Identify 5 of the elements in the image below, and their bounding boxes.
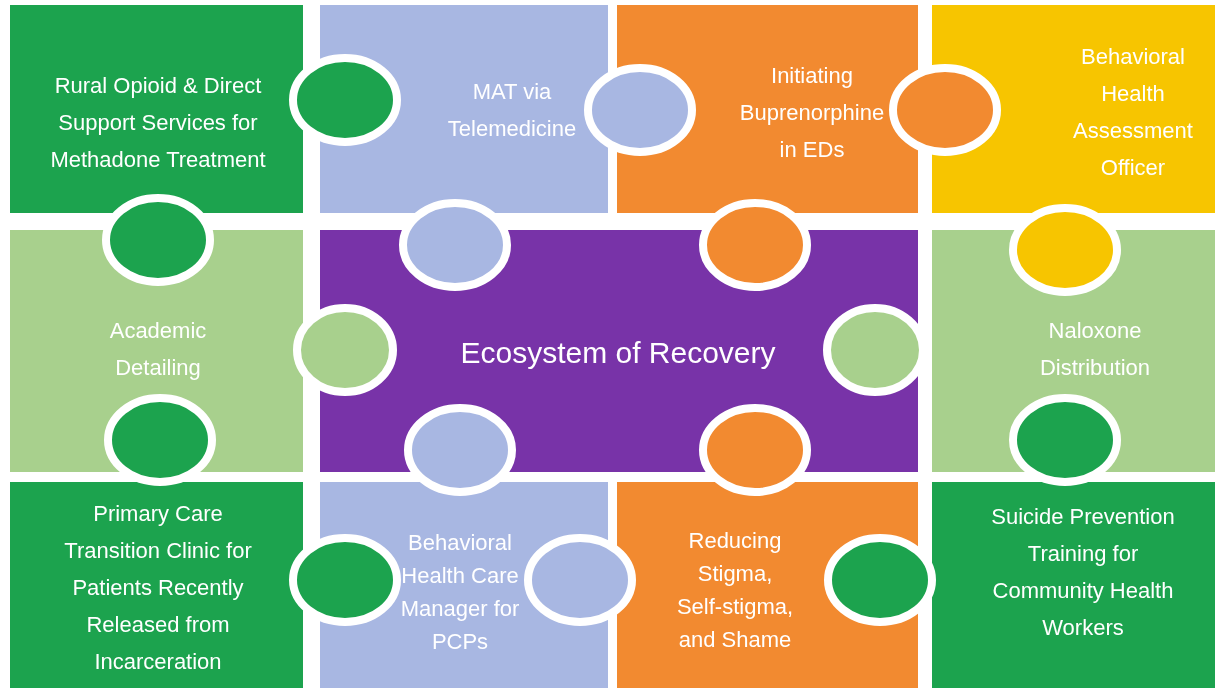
piece-label: Academic Detailing [83, 312, 233, 386]
piece-label: MAT via Telemedicine [442, 73, 582, 147]
center-title: Ecosystem of Recovery [408, 333, 828, 371]
piece-label: Naloxone Distribution [1020, 312, 1170, 386]
piece-label: Behavioral Health Assessment Officer [1048, 38, 1218, 186]
